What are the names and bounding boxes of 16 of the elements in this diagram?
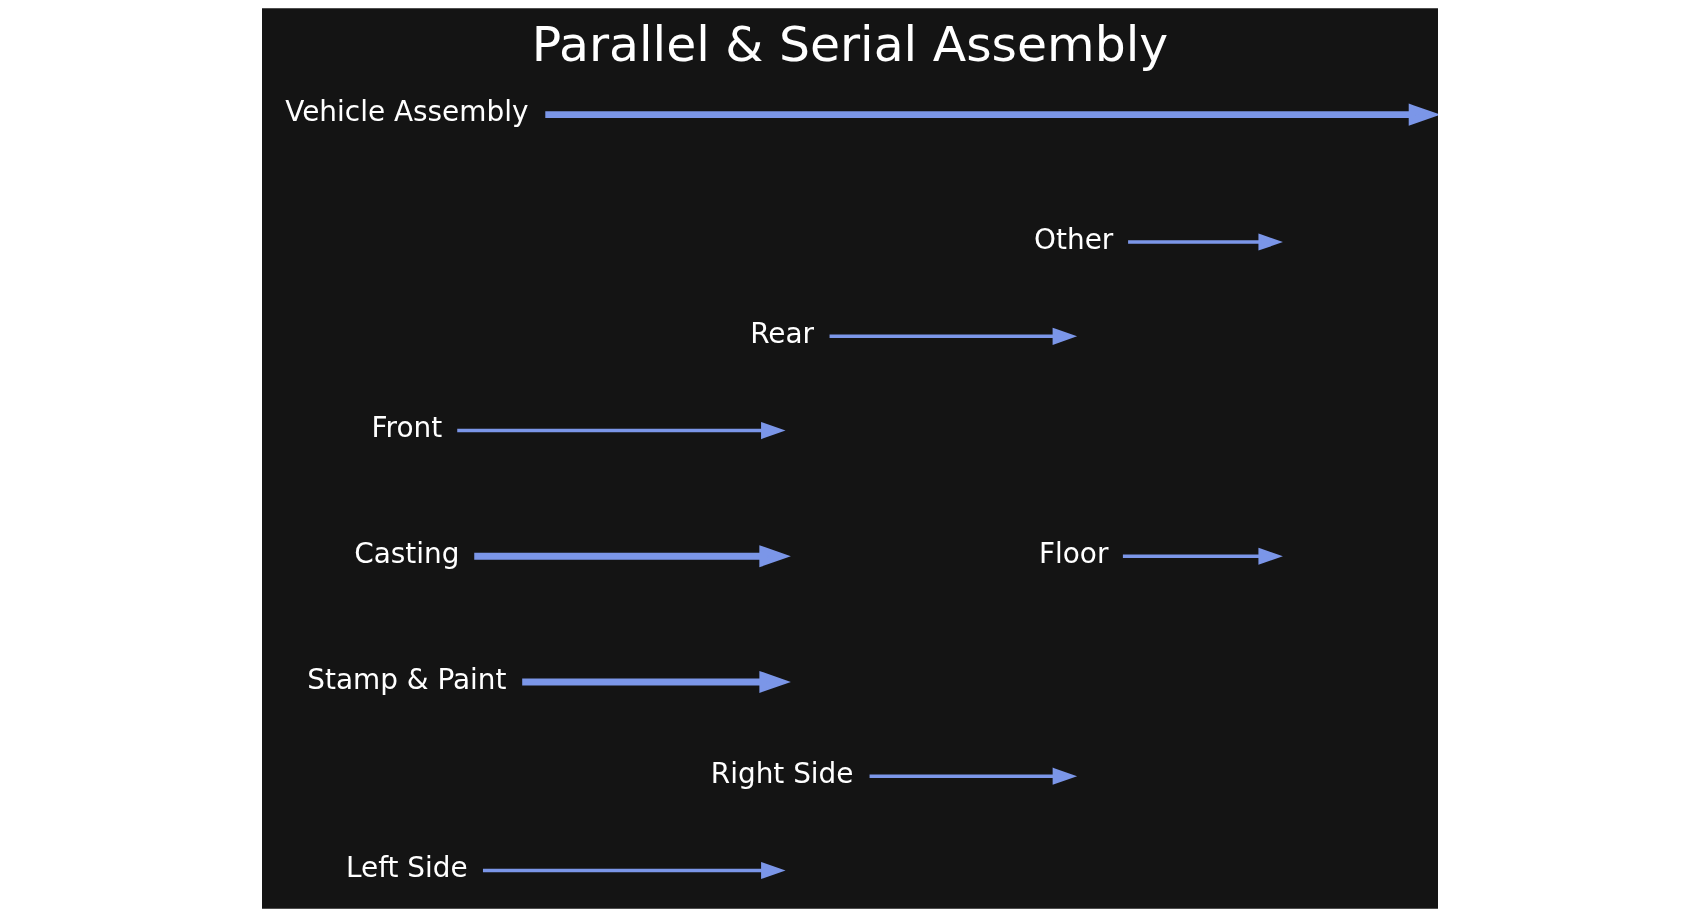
node-text: Rear bbox=[750, 316, 815, 350]
node-text: Vehicle Assembly bbox=[285, 95, 529, 129]
arrow bbox=[482, 861, 786, 879]
node-text: Right Side bbox=[710, 756, 854, 790]
node-text: Floor bbox=[1038, 536, 1109, 570]
arrow bbox=[1128, 233, 1283, 251]
node-text: Other bbox=[1034, 222, 1114, 256]
arrow bbox=[869, 767, 1078, 785]
node-text: Left Side bbox=[346, 851, 468, 885]
arrow bbox=[457, 422, 786, 440]
node-text: Front bbox=[371, 411, 443, 445]
diagram-title: Parallel & Serial Assembly bbox=[531, 16, 1169, 74]
arrow bbox=[1122, 547, 1283, 565]
node-text: Stamp & Paint bbox=[307, 662, 507, 696]
node-text: Casting bbox=[354, 536, 460, 570]
arrow bbox=[829, 327, 1078, 345]
